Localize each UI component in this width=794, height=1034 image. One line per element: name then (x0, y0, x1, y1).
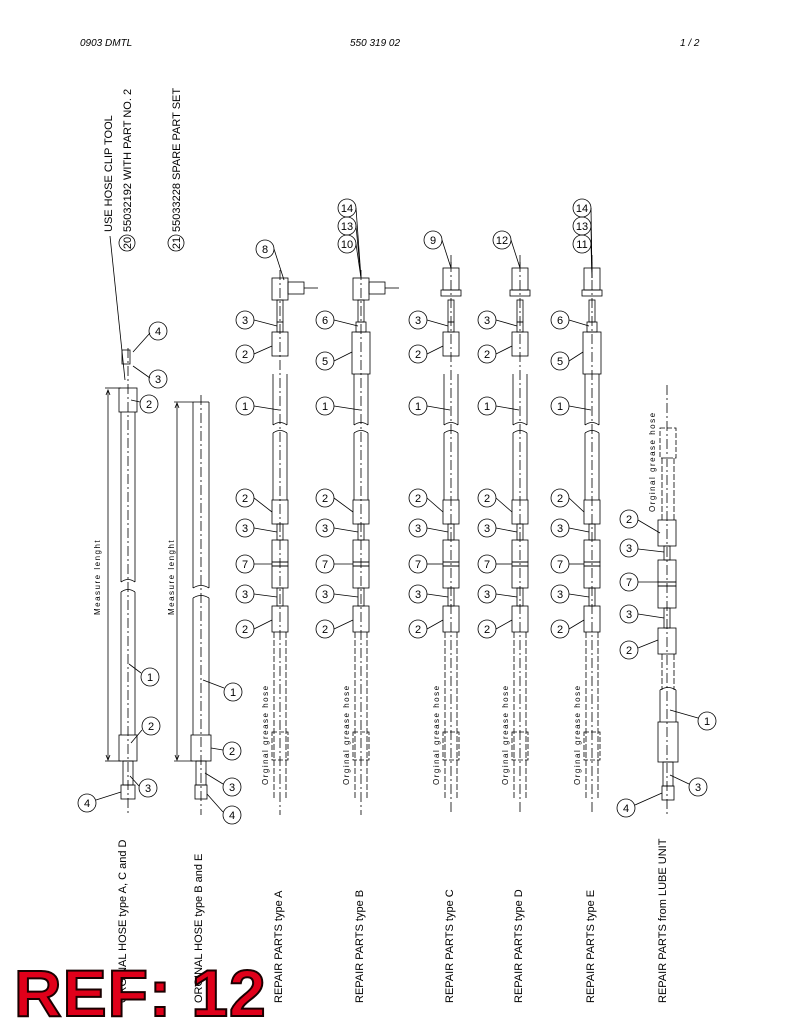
callout-7: 7 (415, 559, 421, 571)
header-part-number: 550 319 02 (350, 38, 401, 49)
callout-upper: 6 (322, 315, 328, 327)
svg-text:Measure lenght: Measure lenght (167, 539, 176, 615)
callout-3b: 3 (484, 589, 490, 601)
callout-3a: 3 (322, 523, 328, 535)
callout-upper: 3 (484, 315, 490, 327)
svg-text:3: 3 (145, 783, 151, 795)
svg-text:Orginal grease hose: Orginal grease hose (573, 684, 582, 785)
callout-upper-2: 2 (484, 349, 490, 361)
svg-text:Orginal grease hose: Orginal grease hose (342, 684, 351, 785)
callout-upper-2: 2 (242, 349, 248, 361)
svg-text:1: 1 (147, 672, 153, 684)
callout-3b: 3 (415, 589, 421, 601)
callout-upper-2: 2 (415, 349, 421, 361)
callout-7: 7 (484, 559, 490, 571)
svg-text:4: 4 (84, 798, 90, 810)
callout-top: 9 (430, 235, 436, 247)
callout-top-c: 14 (576, 203, 588, 215)
svg-text:Orginal grease hose: Orginal grease hose (261, 684, 270, 785)
header-doc-code: 0903 DMTL (80, 38, 133, 49)
callout-3a: 3 (242, 523, 248, 535)
callout-upper-b: 5 (557, 356, 563, 368)
callout-1: 1 (242, 401, 248, 413)
callout-2b: 2 (242, 624, 248, 636)
note-hose-clip: USE HOSE CLIP TOOL (103, 115, 115, 232)
callout-top-b: 13 (341, 221, 353, 233)
svg-text:2: 2 (229, 746, 235, 758)
caption-original-be: ORGINAL HOSE type B and E (193, 854, 205, 1003)
caption-repair: REPAIR PARTS type B (354, 890, 366, 1003)
note-number-20: 20 (122, 237, 134, 249)
svg-text:Orginal grease hose: Orginal grease hose (648, 411, 657, 512)
svg-text:3: 3 (155, 374, 161, 386)
note-part-2: 55032192 WITH PART NO. 2 (122, 89, 134, 232)
callout-top: 11 (576, 239, 587, 251)
note-number-21: 21 (171, 237, 183, 249)
callout-7: 7 (557, 559, 563, 571)
notes: USE HOSE CLIP TOOL 20 55032192 WITH PART… (103, 88, 185, 381)
callout-top: 8 (262, 244, 268, 256)
svg-text:Orginal grease hose: Orginal grease hose (432, 684, 441, 785)
caption-repair: REPAIR PARTS type D (513, 889, 525, 1003)
callout-1: 1 (557, 401, 563, 413)
callout-3b: 3 (322, 589, 328, 601)
callout-7: 7 (322, 559, 328, 571)
callout-7: 7 (242, 559, 248, 571)
svg-text:1: 1 (230, 687, 236, 699)
callout-2a: 2 (484, 493, 490, 505)
svg-text:4: 4 (623, 803, 629, 815)
callout-upper: 6 (557, 315, 563, 327)
svg-text:3: 3 (695, 782, 701, 794)
callout-1: 1 (322, 401, 328, 413)
caption-lube-unit: REPAIR PARTS from LUBE UNIT (657, 838, 669, 1003)
original-hose-be: Measure lenght 1 2 3 4 ORGINAL HOSE type… (167, 395, 243, 1003)
callout-upper-b: 5 (322, 356, 328, 368)
callout-2b: 2 (322, 624, 328, 636)
original-hose-acd: Measure lenght 4 3 2 1 2 3 4 ORGINAL HOS… (77, 321, 168, 1003)
callout-top-c: 14 (341, 203, 353, 215)
svg-text:Orginal grease hose: Orginal grease hose (501, 684, 510, 785)
callout-2a: 2 (322, 493, 328, 505)
svg-text:3: 3 (626, 609, 632, 621)
ref-label: REF: 12 (13, 956, 267, 1030)
callout-1: 1 (415, 401, 421, 413)
callout-top: 10 (341, 239, 353, 251)
callout-2b: 2 (484, 624, 490, 636)
svg-text:3: 3 (229, 782, 235, 794)
note-spare-set: 55033228 SPARE PART SET (171, 88, 183, 232)
callout-upper: 3 (415, 315, 421, 327)
svg-text:4: 4 (229, 810, 235, 822)
svg-text:2: 2 (626, 645, 632, 657)
callout-3b: 3 (242, 589, 248, 601)
callout-2a: 2 (242, 493, 248, 505)
svg-text:2: 2 (626, 514, 632, 526)
caption-repair: REPAIR PARTS type E (585, 890, 597, 1003)
lube-unit-column: Orginal grease hose 2 3 7 3 2 1 3 4 REPA… (616, 385, 717, 1003)
measure-label-1: Measure lenght (93, 539, 102, 615)
caption-repair: REPAIR PARTS type A (273, 890, 285, 1003)
svg-text:7: 7 (626, 577, 632, 589)
callout-1: 1 (484, 401, 490, 413)
callout-4: 4 (155, 326, 161, 338)
callout-2b: 2 (557, 624, 563, 636)
callout-2a: 2 (415, 493, 421, 505)
caption-repair: REPAIR PARTS type C (444, 889, 456, 1003)
callout-top: 12 (496, 235, 508, 247)
callout-3a: 3 (415, 523, 421, 535)
callout-2b: 2 (415, 624, 421, 636)
header-page: 1 / 2 (680, 38, 700, 49)
callout-top-b: 13 (576, 221, 588, 233)
callout-3b: 3 (557, 589, 563, 601)
svg-text:2: 2 (148, 721, 154, 733)
caption-original-acd: ORGINAL HOSE type A, C and D (117, 840, 129, 1003)
svg-text:1: 1 (704, 716, 710, 728)
callout-upper: 3 (242, 315, 248, 327)
svg-text:3: 3 (626, 543, 632, 555)
callout-2a: 2 (557, 493, 563, 505)
callout-3a: 3 (484, 523, 490, 535)
callout-3a: 3 (557, 523, 563, 535)
svg-text:2: 2 (146, 399, 152, 411)
